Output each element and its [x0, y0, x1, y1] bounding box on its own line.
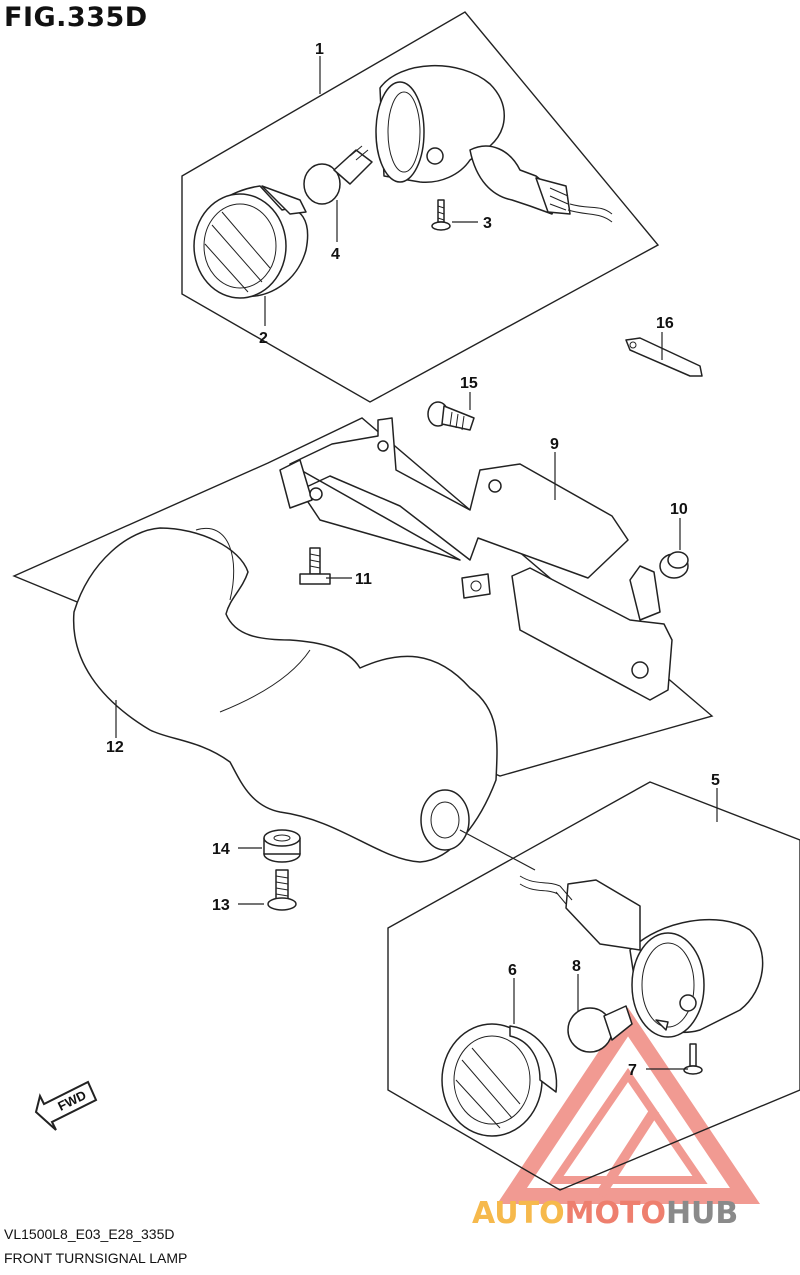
- callout-15: 15: [460, 375, 478, 392]
- callout-12: 12: [106, 739, 124, 756]
- lamp-assembly-upper: [181, 11, 660, 403]
- washer-part-14: [263, 829, 301, 863]
- callout-3: 3: [483, 215, 492, 232]
- fwd-arrow-icon: FWD: [34, 1080, 98, 1131]
- callout-labels: 1 2 3 4 5 6 7 8 9 10 11 12 13 14 15 16: [106, 41, 720, 1079]
- clip-part-16: [625, 337, 703, 377]
- assembly-5-outline: [387, 781, 800, 1191]
- figure-name: FRONT TURNSIGNAL LAMP: [4, 1250, 188, 1266]
- bracket-group: [12, 337, 714, 777]
- watermark-logo: [497, 1007, 761, 1204]
- callout-16: 16: [656, 315, 674, 332]
- callout-14: 14: [212, 841, 230, 858]
- bulb-part-8: [567, 1005, 633, 1053]
- callout-7: 7: [628, 1062, 637, 1079]
- callout-4: 4: [331, 246, 340, 263]
- bulb-part-4: [303, 145, 373, 205]
- watermark-part-auto: AUTO: [472, 1196, 565, 1231]
- bracket-part-9: [289, 417, 629, 579]
- bolt-part-13: [267, 869, 297, 911]
- callout-5: 5: [711, 772, 720, 789]
- callout-13: 13: [212, 897, 230, 914]
- leaders-middle: [115, 332, 681, 738]
- bolt-part-11: [299, 547, 491, 599]
- figure-code: VL1500L8_E03_E28_335D: [4, 1226, 175, 1242]
- leaders-upper: [264, 56, 478, 326]
- figure-title: FIG.335D: [4, 2, 148, 33]
- housing-part-1: [375, 65, 613, 223]
- bolt-part-15: [427, 401, 475, 431]
- watermark-text: AUTOMOTOHUB: [472, 1196, 738, 1231]
- callout-10: 10: [670, 501, 688, 518]
- callout-9: 9: [550, 436, 559, 453]
- screw-part-7: [683, 1043, 703, 1075]
- callout-1: 1: [315, 41, 324, 58]
- callout-2: 2: [259, 330, 268, 347]
- watermark-part-moto: MOTO: [564, 1196, 666, 1231]
- callout-11: 11: [355, 571, 372, 588]
- lens-part-6: [441, 1023, 558, 1137]
- callout-8: 8: [572, 958, 581, 975]
- lamp-assembly-lower: [387, 781, 800, 1191]
- screw-part-3: [431, 199, 451, 231]
- leaders-lower: [238, 788, 718, 1070]
- watermark-part-hub: HUB: [665, 1196, 739, 1231]
- callout-6: 6: [508, 962, 517, 979]
- housing-part-5: [519, 875, 764, 1038]
- grommet-part-10: [659, 551, 689, 579]
- lens-part-2: [193, 185, 309, 299]
- assembly-1-outline: [181, 11, 660, 403]
- cover-part-12: [72, 527, 498, 863]
